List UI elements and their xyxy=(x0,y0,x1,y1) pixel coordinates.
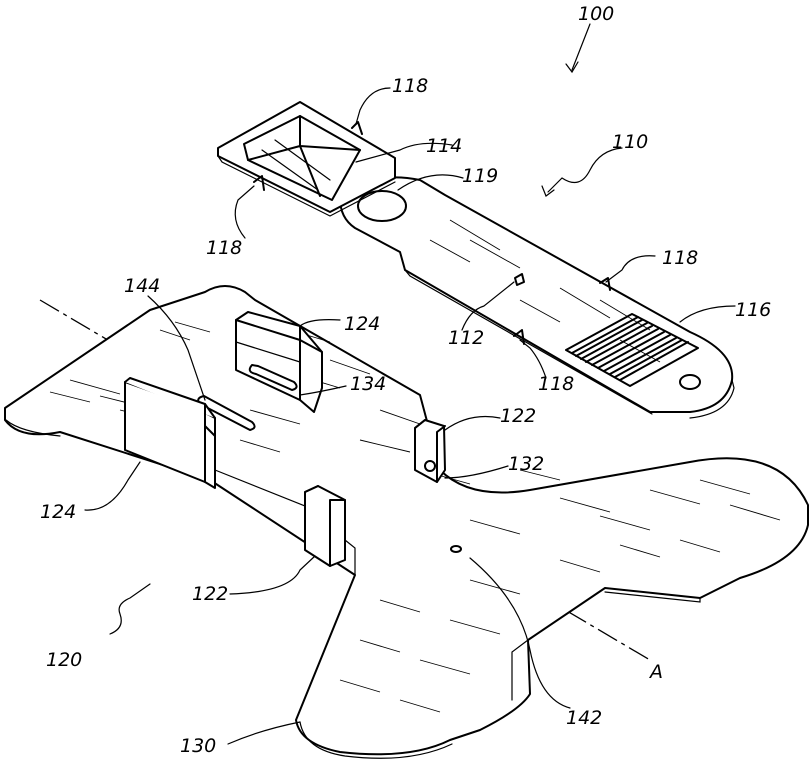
ref-130: 130 xyxy=(180,735,216,757)
ref-118-c: 118 xyxy=(662,247,698,269)
label-axis-a: A xyxy=(648,661,663,683)
ref-100: 100 xyxy=(578,3,614,25)
ref-122-b: 122 xyxy=(500,405,536,427)
ref-124-a: 124 xyxy=(40,501,76,523)
ref-120: 120 xyxy=(46,649,82,671)
ref-122-a: 122 xyxy=(192,583,228,605)
tab-122-right xyxy=(415,420,445,482)
ref-110: 110 xyxy=(612,131,648,153)
ref-114: 114 xyxy=(426,135,462,157)
ref-132: 132 xyxy=(508,453,544,475)
ref-118-a: 118 xyxy=(392,75,428,97)
ref-116: 116 xyxy=(735,299,771,321)
hole-119 xyxy=(358,191,406,221)
ref-119: 119 xyxy=(462,165,498,187)
ref-144: 144 xyxy=(124,275,160,297)
ref-118-b: 118 xyxy=(206,237,242,259)
ref-118-d: 118 xyxy=(538,373,574,395)
ref-112: 112 xyxy=(448,327,484,349)
ref-124-b: 124 xyxy=(344,313,380,335)
ref-134: 134 xyxy=(350,373,386,395)
ref-142: 142 xyxy=(566,707,602,729)
tab-118-a xyxy=(352,122,362,134)
